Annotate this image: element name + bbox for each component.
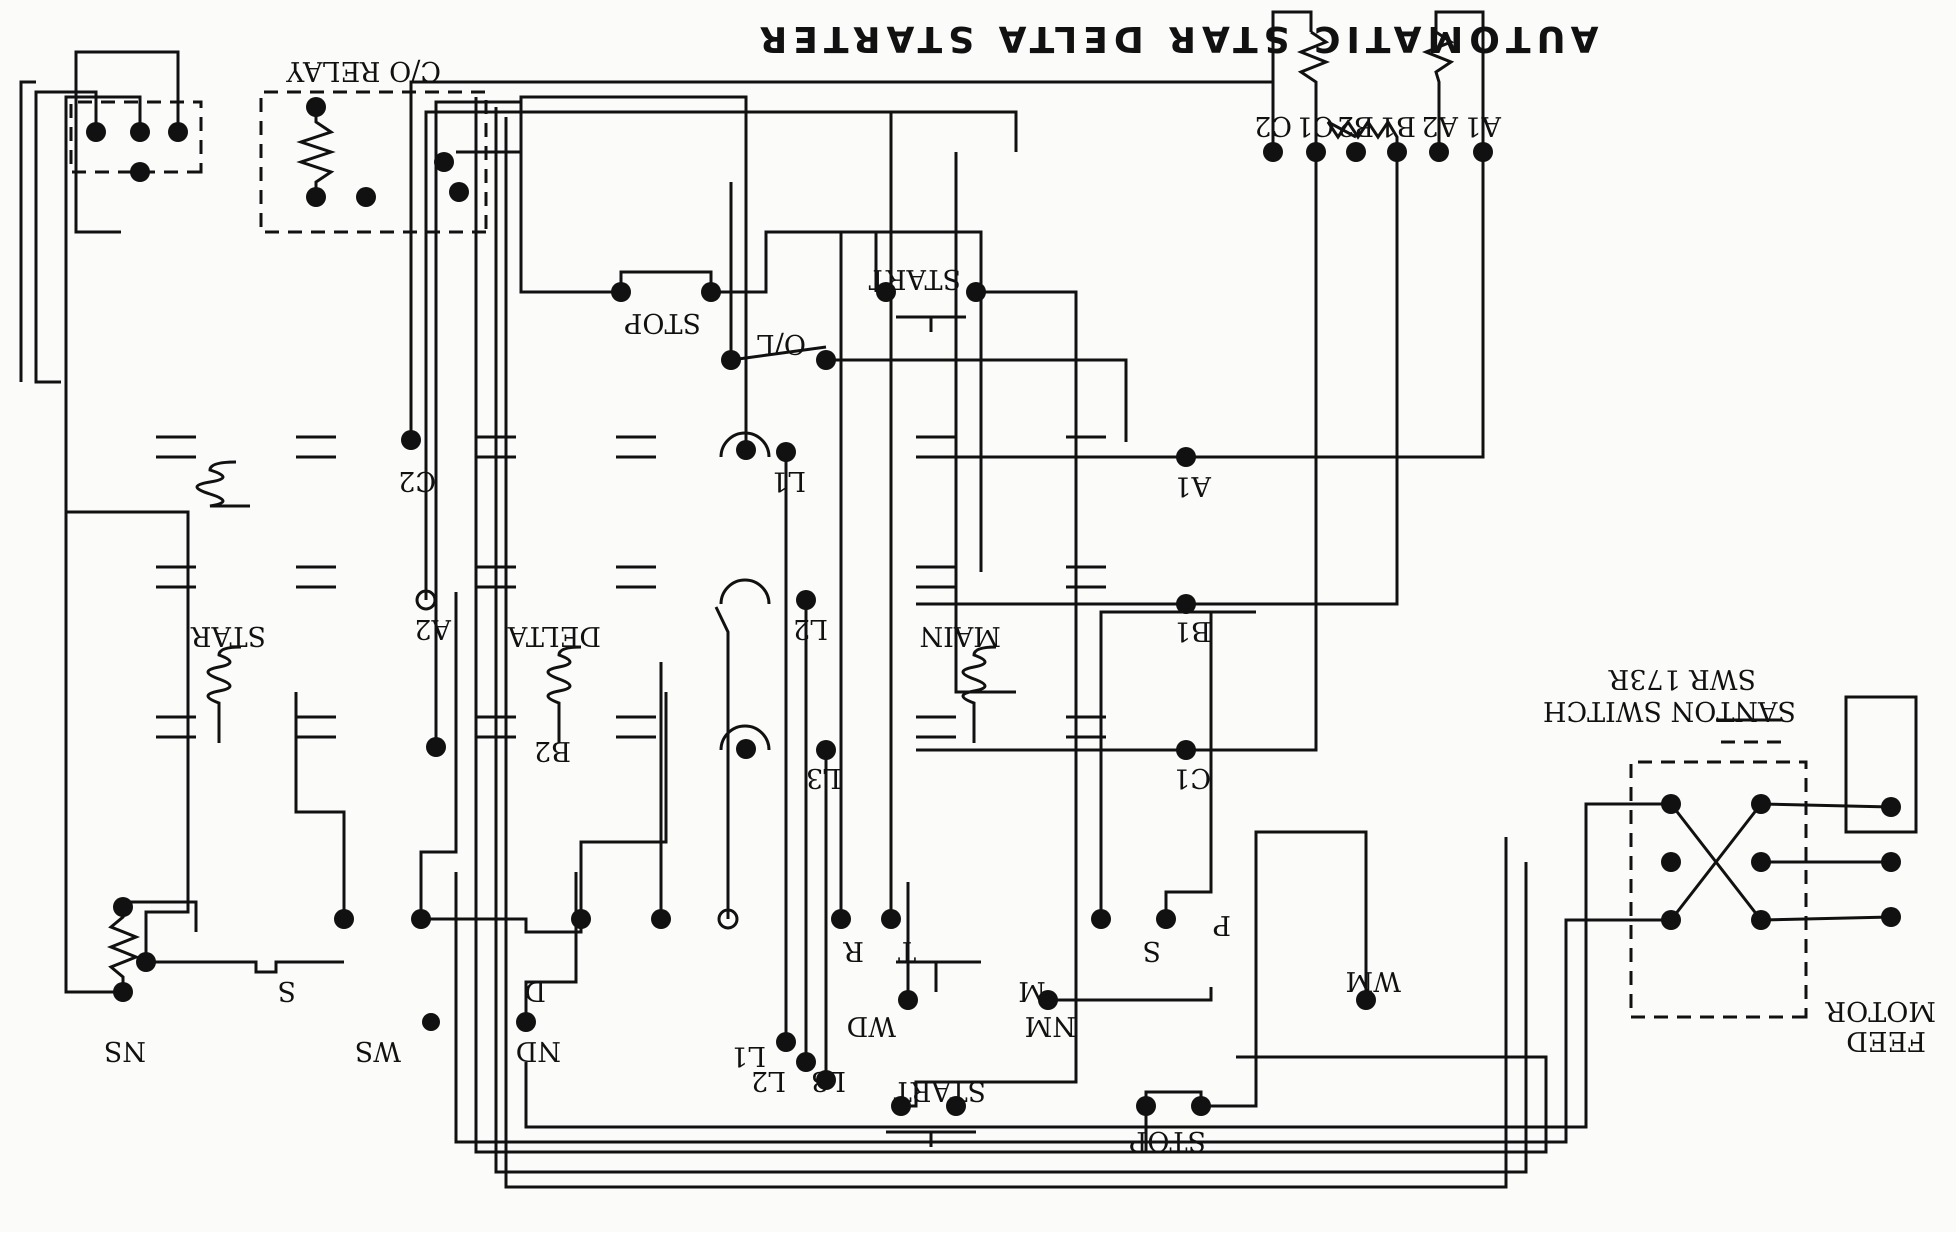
lower-terminals: NS WS ND WD NM WM L1 L2 L3 <box>104 965 1401 1096</box>
label-delta-aux: D <box>524 975 546 1006</box>
start-label-top: START <box>869 263 961 294</box>
plug-block <box>69 100 203 174</box>
label-l3-lower: L3 <box>811 1065 846 1096</box>
label-contactor-c2: C2 <box>398 465 436 496</box>
label-l2: L2 <box>793 613 828 644</box>
motor-terminal-block: A1 A2 B1 B2 C1 C2 <box>1254 10 1502 162</box>
overload-label: O/L <box>757 328 806 359</box>
label-nm: NM <box>1025 1010 1076 1041</box>
label-s-main: S <box>1143 935 1162 966</box>
winding-c <box>1296 30 1331 152</box>
overload-contact: O/L <box>721 328 836 370</box>
terminal-b2 <box>1346 142 1366 162</box>
contactor-main-label: MAIN <box>920 620 1001 651</box>
interconnecting-wiring <box>19 50 1892 1189</box>
label-contactor-a1: A1 <box>1174 470 1212 501</box>
label-contactor-b2: B2 <box>534 735 571 766</box>
relay-coil-icon <box>296 107 336 197</box>
delta-coil-icon <box>546 645 582 743</box>
contactor-delta: DELTA <box>476 435 656 743</box>
label-p: P <box>1213 909 1231 940</box>
contactor-delta-label: DELTA <box>507 620 601 651</box>
santon-switch-label-1: SANTON SWITCH <box>1543 695 1796 726</box>
label-star-aux: S <box>278 975 297 1006</box>
label-contactor-b1: B1 <box>1174 615 1211 646</box>
santon-switch: SANTON SWITCH SWR 173R <box>1543 663 1808 1019</box>
feed-motor-block <box>1844 695 1918 834</box>
contactor-star-label: STAR <box>190 620 266 651</box>
start-label-bottom: START <box>894 1075 986 1106</box>
label-ns: NS <box>104 1035 146 1066</box>
label-wd: WD <box>847 1010 896 1041</box>
label-ws: WS <box>355 1035 401 1066</box>
stop-button-bottom: STOP <box>1129 1090 1211 1156</box>
start-button-top: START <box>869 263 986 332</box>
santon-switch-enclosure <box>1629 760 1808 1019</box>
lower-control-row: S D R T M S P <box>136 908 1231 1006</box>
feed-motor: FEED MOTOR <box>1825 695 1936 1056</box>
santon-switch-label-2: SWR 173R <box>1608 663 1756 694</box>
label-l1-lower: L1 <box>731 1040 766 1071</box>
main-coil-icon <box>961 645 997 743</box>
contactor-terminals: A1 B1 C1 L3 L2 L1 C2 A2 B2 <box>398 430 1212 793</box>
feed-motor-label-2: MOTOR <box>1825 995 1936 1026</box>
stop-button-top: STOP <box>611 270 721 338</box>
label-l1: L1 <box>771 465 806 496</box>
feed-motor-label-1: FEED <box>1846 1025 1926 1056</box>
diagram-title: AUTOMATIC STAR DELTA STARTER <box>754 18 1599 59</box>
label-contactor-c1: C1 <box>1173 762 1211 793</box>
label-contactor-a2: A2 <box>414 613 452 644</box>
star-coil-icon <box>206 645 242 743</box>
label-wm: WM <box>1346 965 1401 996</box>
stop-label-top: STOP <box>624 307 701 338</box>
current-transformer-icon <box>195 460 250 508</box>
label-l2-lower: L2 <box>751 1065 786 1096</box>
winding-b <box>1326 119 1399 152</box>
start-button-bottom: START <box>886 1075 986 1147</box>
label-r: R <box>843 935 864 966</box>
winding-a <box>1421 30 1455 152</box>
contactor-star: STAR <box>156 435 336 743</box>
resistor-icon <box>106 907 141 992</box>
label-nd: ND <box>516 1035 561 1066</box>
label-l3: L3 <box>806 762 841 793</box>
